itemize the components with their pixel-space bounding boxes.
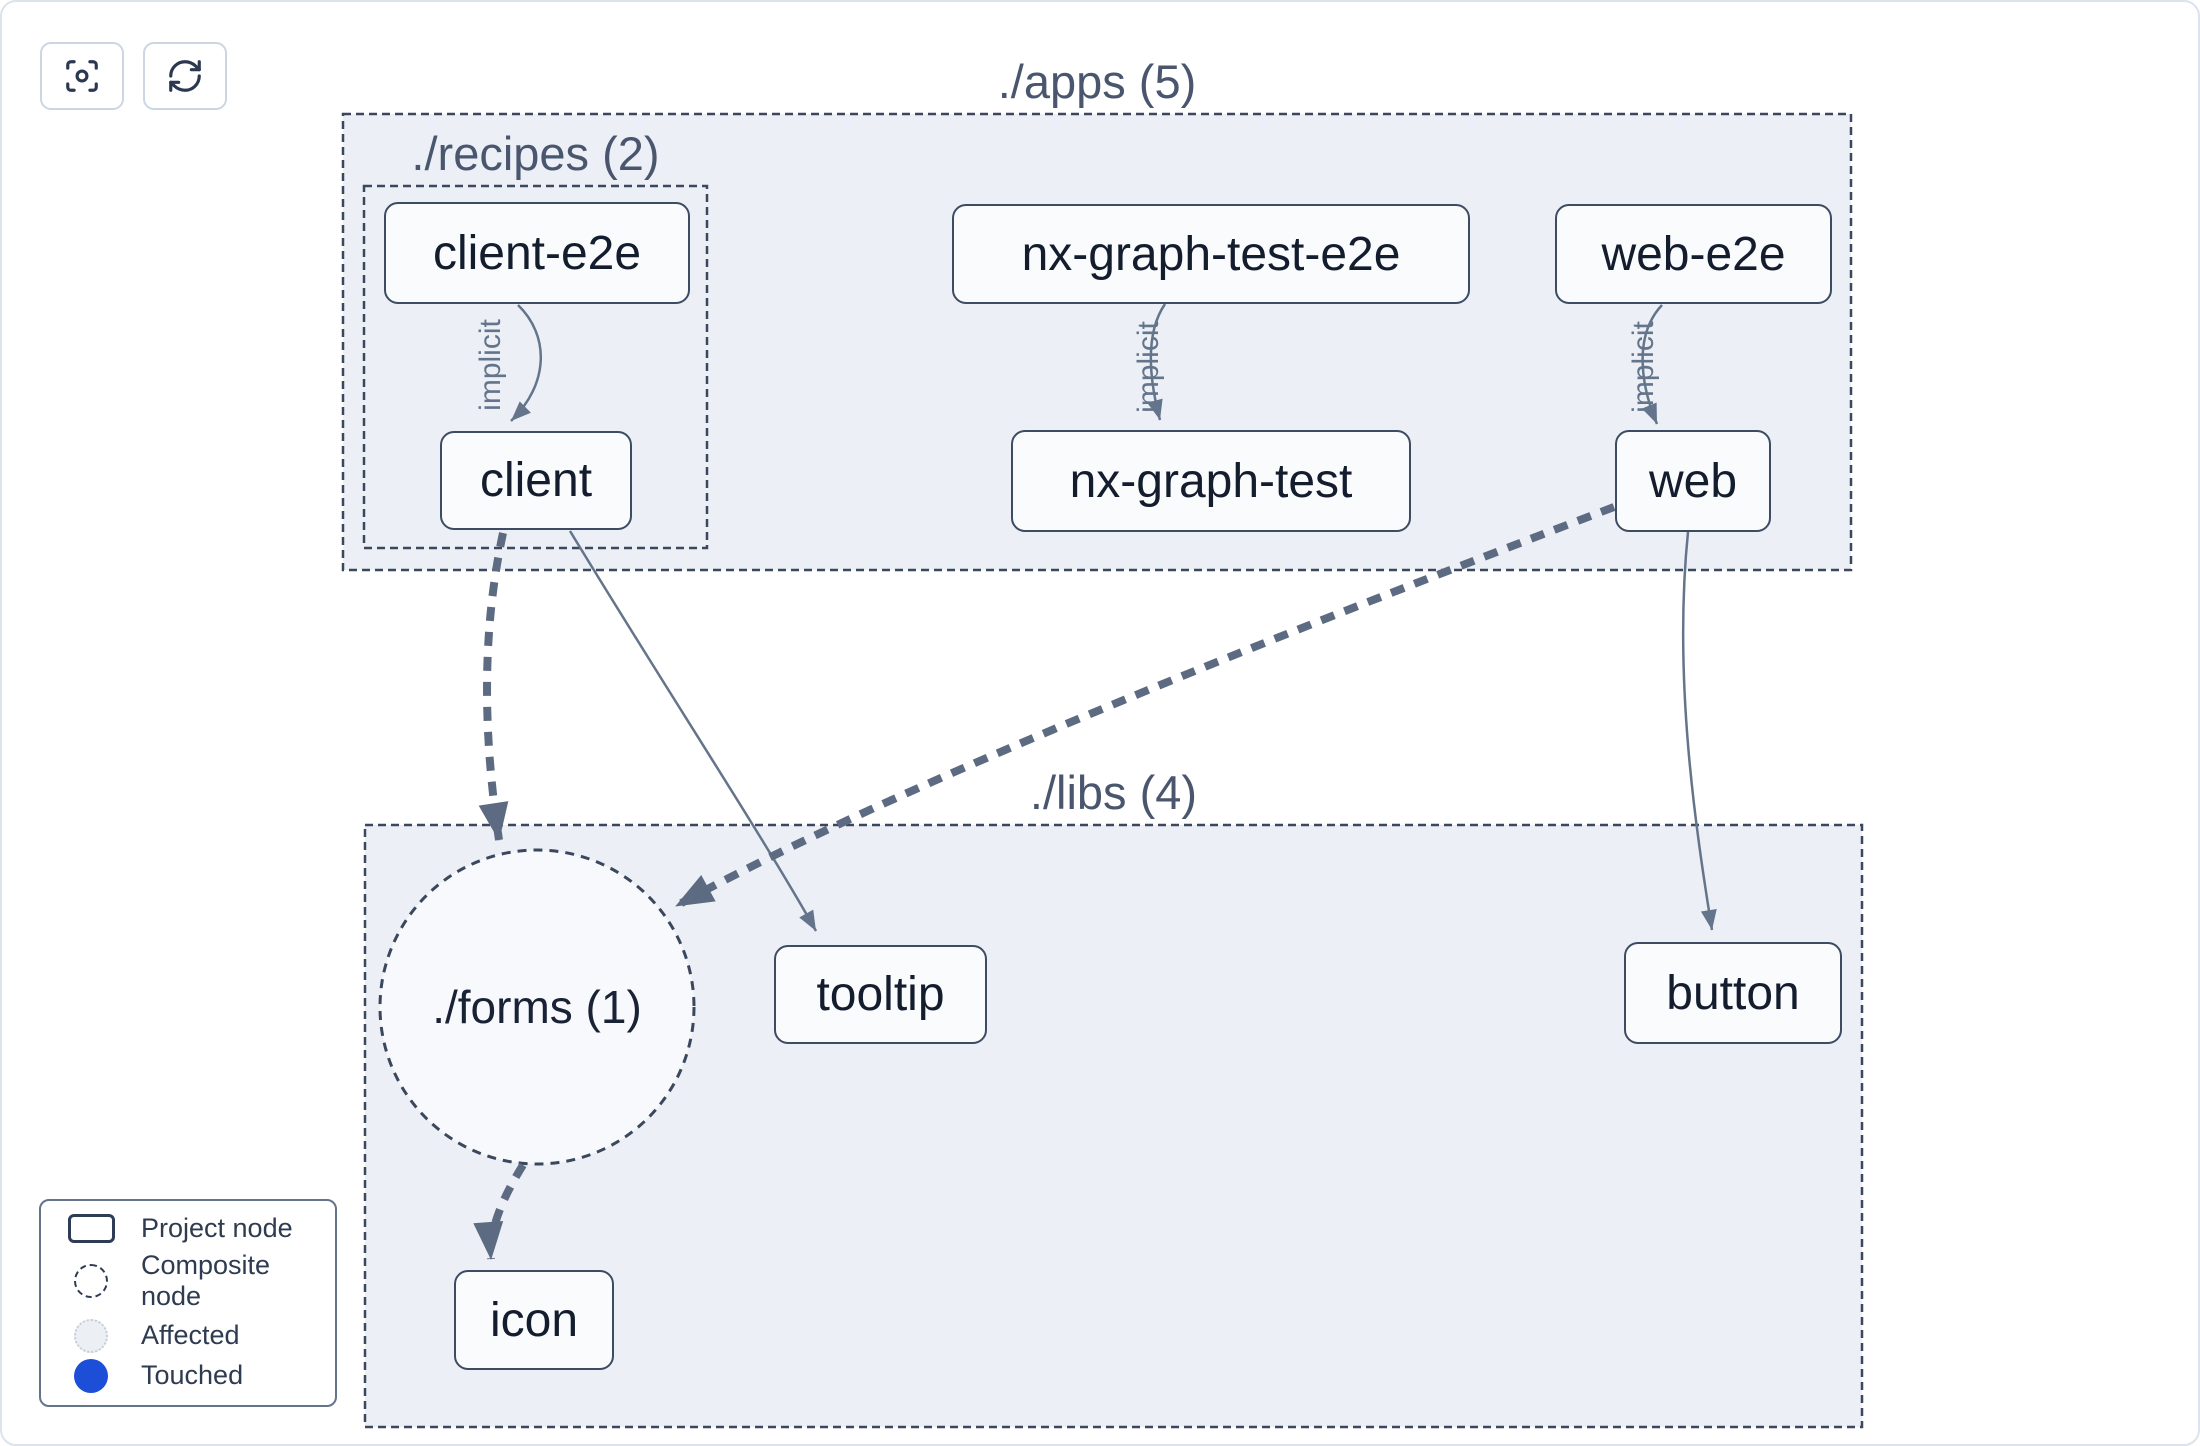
node-client[interactable]: client	[440, 431, 632, 530]
toolbar	[40, 42, 227, 110]
apps-container-label: ./apps (5)	[997, 55, 1197, 108]
edge-client-to-tooltip	[568, 530, 818, 932]
node-web[interactable]: web	[1615, 430, 1771, 532]
affected-swatch-icon	[74, 1318, 108, 1353]
node-nx-graph-test[interactable]: nx-graph-test	[1011, 430, 1411, 532]
legend-label: Project node	[141, 1213, 293, 1244]
legend-label: Composite node	[141, 1250, 271, 1312]
composite-node-forms-label[interactable]: ./forms (1)	[432, 981, 642, 1033]
node-tooltip[interactable]: tooltip	[774, 945, 987, 1044]
touched-swatch-icon	[74, 1358, 108, 1393]
edge-label-implicit-client: implicit	[474, 319, 507, 411]
edge-web-to-forms	[674, 503, 1616, 910]
legend-label: Touched	[141, 1360, 244, 1391]
node-web-e2e[interactable]: web-e2e	[1555, 204, 1832, 304]
node-client-e2e[interactable]: client-e2e	[384, 202, 690, 304]
edge-label-implicit-web: implicit	[1627, 321, 1660, 413]
composite-node-swatch-icon	[74, 1264, 108, 1299]
recipes-container-label: ./recipes (2)	[411, 127, 660, 180]
legend-label: Affected	[141, 1320, 240, 1351]
refresh-button[interactable]	[143, 42, 227, 110]
edge-label-implicit-nx-graph-test: implicit	[1132, 321, 1165, 413]
legend: Project node Composite node Affected Tou…	[39, 1199, 337, 1407]
legend-item-project-node: Project node	[41, 1213, 335, 1244]
refresh-icon	[169, 60, 201, 92]
edge-client-e2e-to-client	[510, 304, 543, 422]
node-button[interactable]: button	[1624, 942, 1842, 1044]
focus-icon	[66, 60, 98, 92]
focus-button[interactable]	[40, 42, 124, 110]
edge-forms-to-icon	[473, 1162, 527, 1260]
node-nx-graph-test-e2e[interactable]: nx-graph-test-e2e	[952, 204, 1470, 304]
node-icon[interactable]: icon	[454, 1270, 614, 1370]
project-node-swatch-icon	[67, 1214, 115, 1244]
legend-item-affected: Affected	[41, 1318, 335, 1353]
edge-web-to-button	[1681, 531, 1717, 931]
libs-container-label: ./libs (4)	[1029, 766, 1198, 819]
legend-item-composite-node: Composite node	[41, 1250, 335, 1312]
legend-item-touched: Touched	[41, 1358, 335, 1393]
